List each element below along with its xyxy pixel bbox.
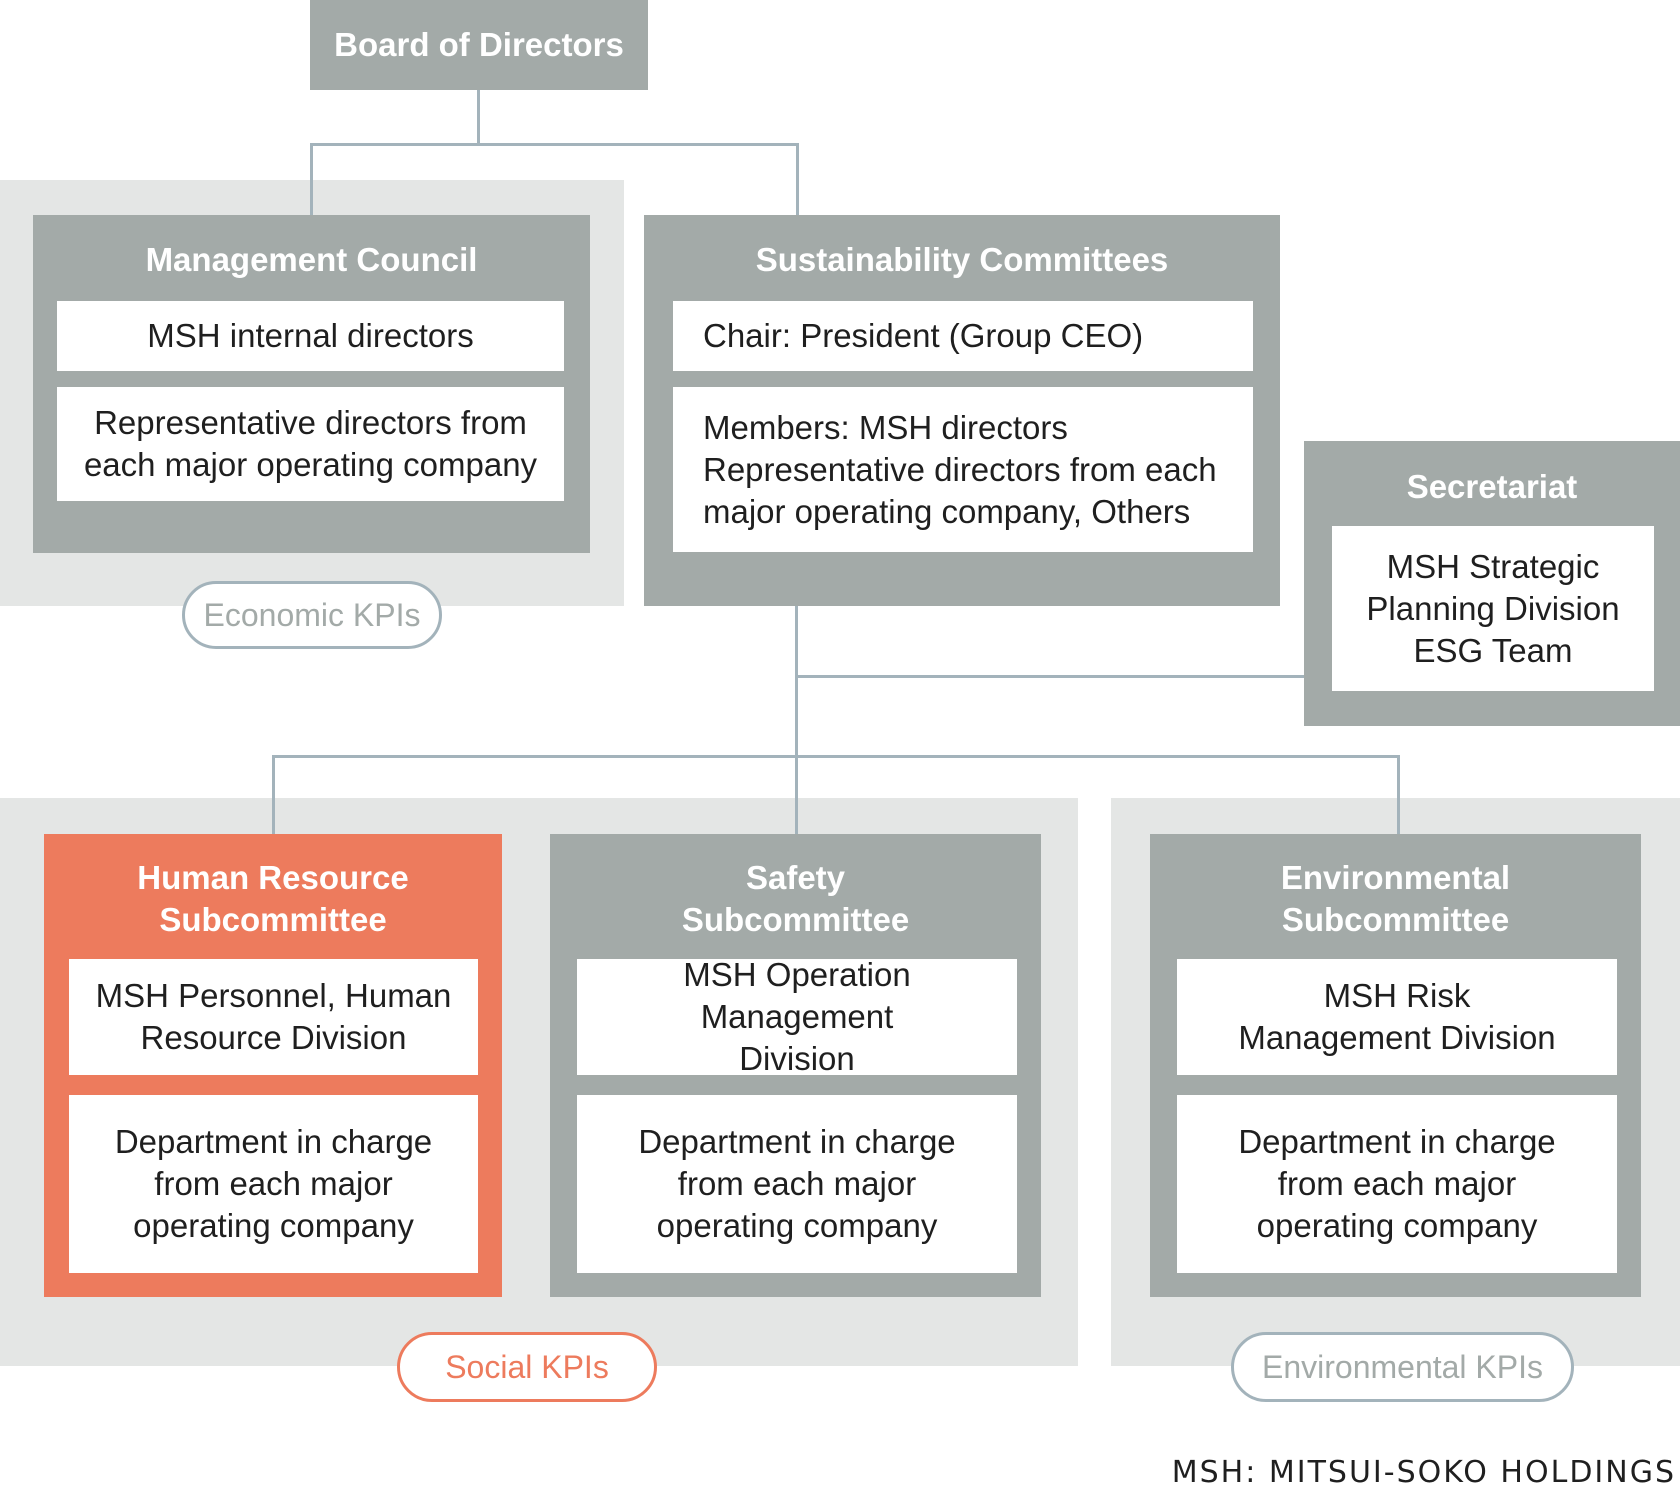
connector-sustainability-down	[795, 604, 798, 834]
management-internal-directors: MSH internal directors	[57, 301, 564, 371]
secretariat-panel: Secretariat MSH Strategic Planning Divis…	[1304, 441, 1680, 726]
connector-top-horizontal	[310, 143, 799, 146]
environmental-subcommittee-panel: Environmental Subcommittee MSH Risk Mana…	[1150, 834, 1641, 1297]
management-representative-directors: Representative directors from each major…	[57, 387, 564, 501]
human-resource-subcommittee-panel: Human Resource Subcommittee MSH Personne…	[44, 834, 502, 1297]
secretariat-esg-team: MSH Strategic Planning Division ESG Team	[1332, 526, 1654, 691]
environmental-department-in-charge: Department in charge from each major ope…	[1177, 1095, 1617, 1273]
human-resource-subcommittee-title: Human Resource Subcommittee	[137, 859, 409, 938]
sustainability-members: Members: MSH directors Representative di…	[673, 387, 1253, 552]
sustainability-committees-panel: Sustainability Committees Chair: Preside…	[644, 215, 1280, 606]
hr-personnel-division: MSH Personnel, Human Resource Division	[69, 959, 478, 1075]
connector-to-sustainability	[796, 143, 799, 215]
environmental-kpis-badge: Environmental KPIs	[1231, 1332, 1574, 1402]
sustainability-committees-title: Sustainability Committees	[755, 241, 1169, 278]
management-council-panel: Management Council MSH internal director…	[33, 215, 590, 553]
connector-sub-horizontal	[272, 755, 1400, 758]
connector-to-hr	[272, 755, 275, 834]
connector-board-down	[477, 90, 480, 146]
safety-department-in-charge: Department in charge from each major ope…	[577, 1095, 1017, 1273]
connector-to-management	[310, 143, 313, 215]
hr-department-in-charge: Department in charge from each major ope…	[69, 1095, 478, 1273]
sustainability-chair: Chair: President (Group CEO)	[673, 301, 1253, 371]
social-kpis-badge: Social KPIs	[397, 1332, 657, 1402]
footnote: MSH: MITSUI-SOKO HOLDINGS	[1171, 1455, 1676, 1490]
safety-subcommittee-panel: Safety Subcommittee MSH Operation Manage…	[550, 834, 1041, 1297]
safety-subcommittee-title: Safety Subcommittee	[681, 859, 910, 938]
management-council-title: Management Council	[145, 241, 478, 278]
connector-to-secretariat	[795, 675, 1305, 678]
secretariat-title: Secretariat	[1406, 468, 1578, 505]
environmental-risk-management: MSH Risk Management Division	[1177, 959, 1617, 1075]
environmental-subcommittee-title: Environmental Subcommittee	[1280, 859, 1511, 938]
safety-operation-management: MSH Operation Management Division	[577, 956, 1017, 1077]
economic-kpis-badge: Economic KPIs	[182, 581, 442, 649]
board-of-directors-box: Board of Directors	[310, 0, 648, 90]
connector-to-environmental	[1397, 755, 1400, 834]
